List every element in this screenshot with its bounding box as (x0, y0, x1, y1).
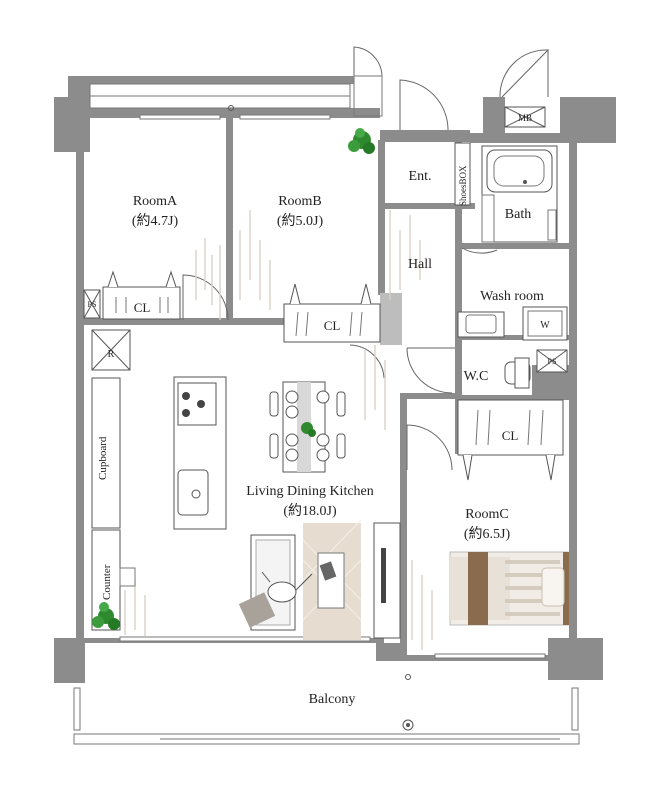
wc-label: W.C (464, 369, 489, 384)
shoes-box: ShoesBOX (454, 142, 471, 206)
refrigerator: R (91, 329, 131, 371)
room-c-size: (約6.5J) (464, 526, 511, 542)
hall-label: Hall (408, 257, 432, 272)
wc: W.C PS (464, 349, 568, 389)
living-area (238, 519, 401, 640)
room-b-size: (約5.0J) (277, 213, 324, 229)
room-b-closet-label: CL (324, 318, 341, 333)
floor-texture (124, 210, 433, 650)
plant-room-b (348, 128, 375, 154)
ldk-size: (約18.0J) (283, 503, 337, 519)
meter-box-label: MB (518, 113, 532, 123)
room-b-closet: CL (283, 283, 381, 343)
shoes-box-label: ShoesBOX (458, 165, 468, 206)
ps-right-label: PS (548, 357, 557, 366)
windows (89, 83, 546, 659)
ps-left: PS (83, 289, 101, 319)
room-c: RoomC (約6.5J) (464, 507, 511, 542)
wash-room: Wash room W (457, 289, 568, 341)
room-c-closet: CL (457, 399, 564, 481)
balcony-label: Balcony (309, 692, 356, 707)
room-b: RoomB (約5.0J) (277, 194, 324, 229)
entrance-label: Ent. (409, 169, 432, 184)
ldk-name: Living Dining Kitchen (246, 484, 374, 499)
room-a-closet: CL (102, 270, 181, 320)
meter-box: MB (504, 106, 546, 128)
room-a-closet-label: CL (134, 300, 151, 315)
refrigerator-label: R (108, 349, 115, 360)
kitchen-island (173, 376, 227, 530)
doors (182, 46, 549, 471)
plant-ldk (92, 602, 120, 630)
entrance: Ent. (409, 169, 432, 184)
ps-left-label: PS (88, 300, 97, 309)
washer-label: W (540, 320, 550, 331)
cupboard-label: Cupboard (97, 436, 109, 480)
dining-table (269, 381, 346, 473)
counter-label: Counter (101, 564, 113, 600)
cupboard: Cupboard (91, 377, 121, 529)
wash-room-label: Wash room (480, 289, 544, 304)
room-a-name: RoomA (133, 194, 178, 209)
bath: Bath (481, 145, 558, 243)
bed (449, 551, 569, 626)
room-c-closet-label: CL (502, 428, 519, 443)
room-b-name: RoomB (278, 194, 322, 209)
balcony (73, 105, 580, 745)
room-a: RoomA (約4.7J) (132, 194, 179, 229)
room-a-size: (約4.7J) (132, 213, 179, 229)
ldk-title: Living Dining Kitchen (約18.0J) (246, 484, 374, 519)
room-c-name: RoomC (465, 507, 509, 522)
hall: Hall (408, 257, 432, 272)
bath-label: Bath (505, 207, 531, 222)
